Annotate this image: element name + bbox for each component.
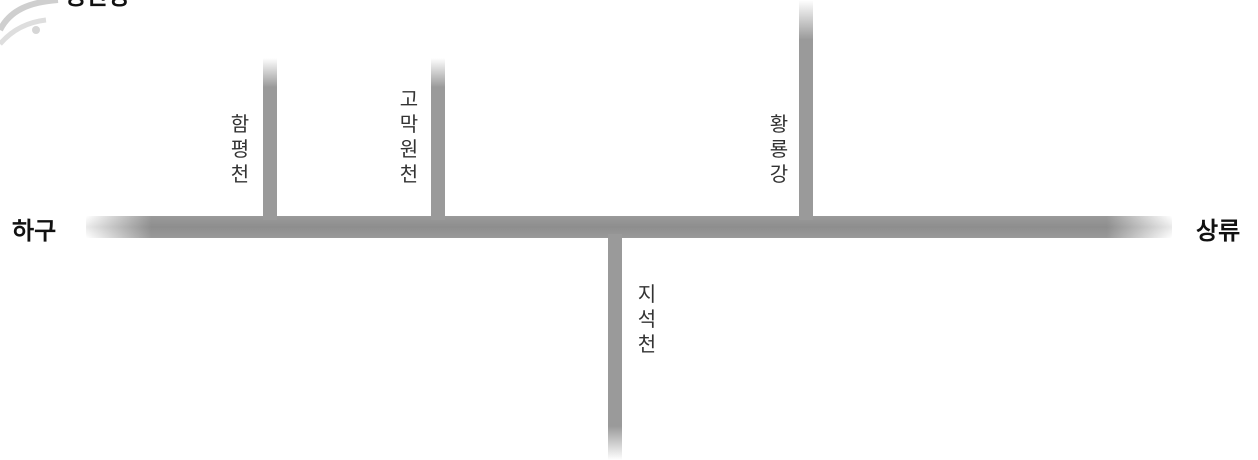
main-river-shade (86, 216, 1172, 238)
tributary-hwangryong-stream (799, 0, 813, 220)
tributary-gomagwon-stream (431, 58, 445, 220)
swirl-logo-icon (0, 0, 59, 46)
diagram-title: 영산강 (64, 0, 130, 10)
tributary-hampyeong-stream (263, 58, 277, 220)
tributary-jiseok-stream (608, 234, 622, 460)
downstream-label: 하구 (12, 217, 56, 245)
upstream-label: 상류 (1196, 217, 1240, 245)
